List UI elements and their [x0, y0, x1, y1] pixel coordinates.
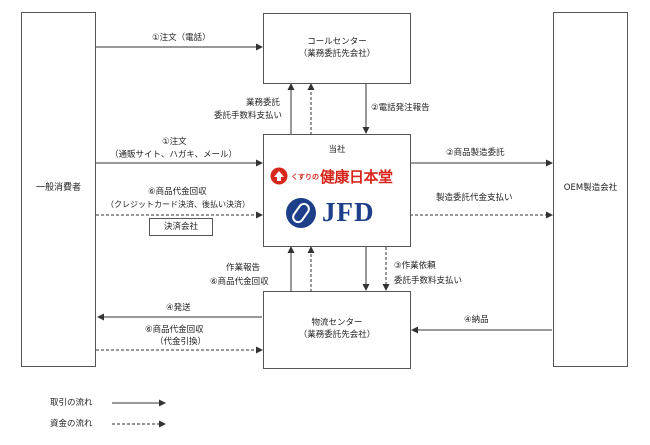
flow-fee-call: 委託手数料支払い	[214, 111, 283, 121]
flow-collect-logistics: ⑥商品代金回収	[210, 277, 269, 287]
settlement-label: 決済会社	[163, 222, 198, 232]
company-box	[263, 134, 411, 247]
call-center-sublabel: （業務委託先会社）	[298, 49, 376, 59]
consumer-box	[21, 12, 96, 367]
logistics-box	[263, 291, 411, 369]
manufacturer-label: OEM製造会社	[563, 183, 618, 193]
logistics-sublabel: （業務委託先会社）	[298, 330, 376, 340]
flow-order-phone: ①注文（電話）	[152, 33, 211, 43]
settlement-box	[149, 218, 213, 236]
flow-mfg-fee: 製造委託代金支払い	[436, 193, 513, 203]
call-center-box	[263, 13, 411, 84]
flow-collect-2: （クレジットカード決済、後払い決済）	[106, 200, 250, 209]
consumer-label: 一般消費者	[35, 183, 81, 193]
flow-collect-cod-2: （代金引換）	[155, 337, 207, 347]
company-label: 当社	[328, 145, 346, 155]
flow-ship: ④発送	[166, 303, 191, 313]
flow-delivery: ④納品	[464, 315, 489, 325]
manufacturer-box	[553, 12, 628, 367]
flow-mfg-request: ②商品製造委託	[446, 148, 505, 158]
kenko-logo-text: 健康日本堂	[320, 168, 393, 186]
kenko-logo-small-text: くすりの	[291, 173, 319, 181]
flow-fee-logistics: 委託手数料支払い	[394, 276, 463, 286]
flow-phone-order-report: ②電話発注報告	[371, 103, 430, 113]
flow-work-report: 作業報告	[226, 263, 261, 273]
flow-outsource-call: 業務委託	[246, 98, 281, 108]
call-center-label: コールセンター	[307, 37, 367, 47]
jfd-logo: JFD	[285, 197, 395, 231]
flow-order-web-2: （通販サイト、ハガキ、メール）	[110, 150, 237, 160]
logistics-label: 物流センター	[311, 318, 363, 328]
legend-money-label: 資金の流れ	[50, 419, 93, 429]
flow-collect-cod-1: ⑥商品代金回収	[145, 325, 204, 335]
legend-trade-label: 取引の流れ	[50, 398, 93, 408]
flow-work-request: ③作業依頼	[394, 261, 436, 271]
kenko-nihondo-logo: くすりの 健康日本堂	[270, 165, 406, 187]
jfd-logo-text: JFD	[322, 197, 375, 227]
kenko-logo-mark-icon	[270, 167, 288, 185]
jfd-logo-mark-icon	[286, 198, 316, 228]
flow-order-web-1: ①注文	[162, 137, 187, 147]
flow-collect-1: ⑥商品代金回収	[148, 187, 207, 197]
